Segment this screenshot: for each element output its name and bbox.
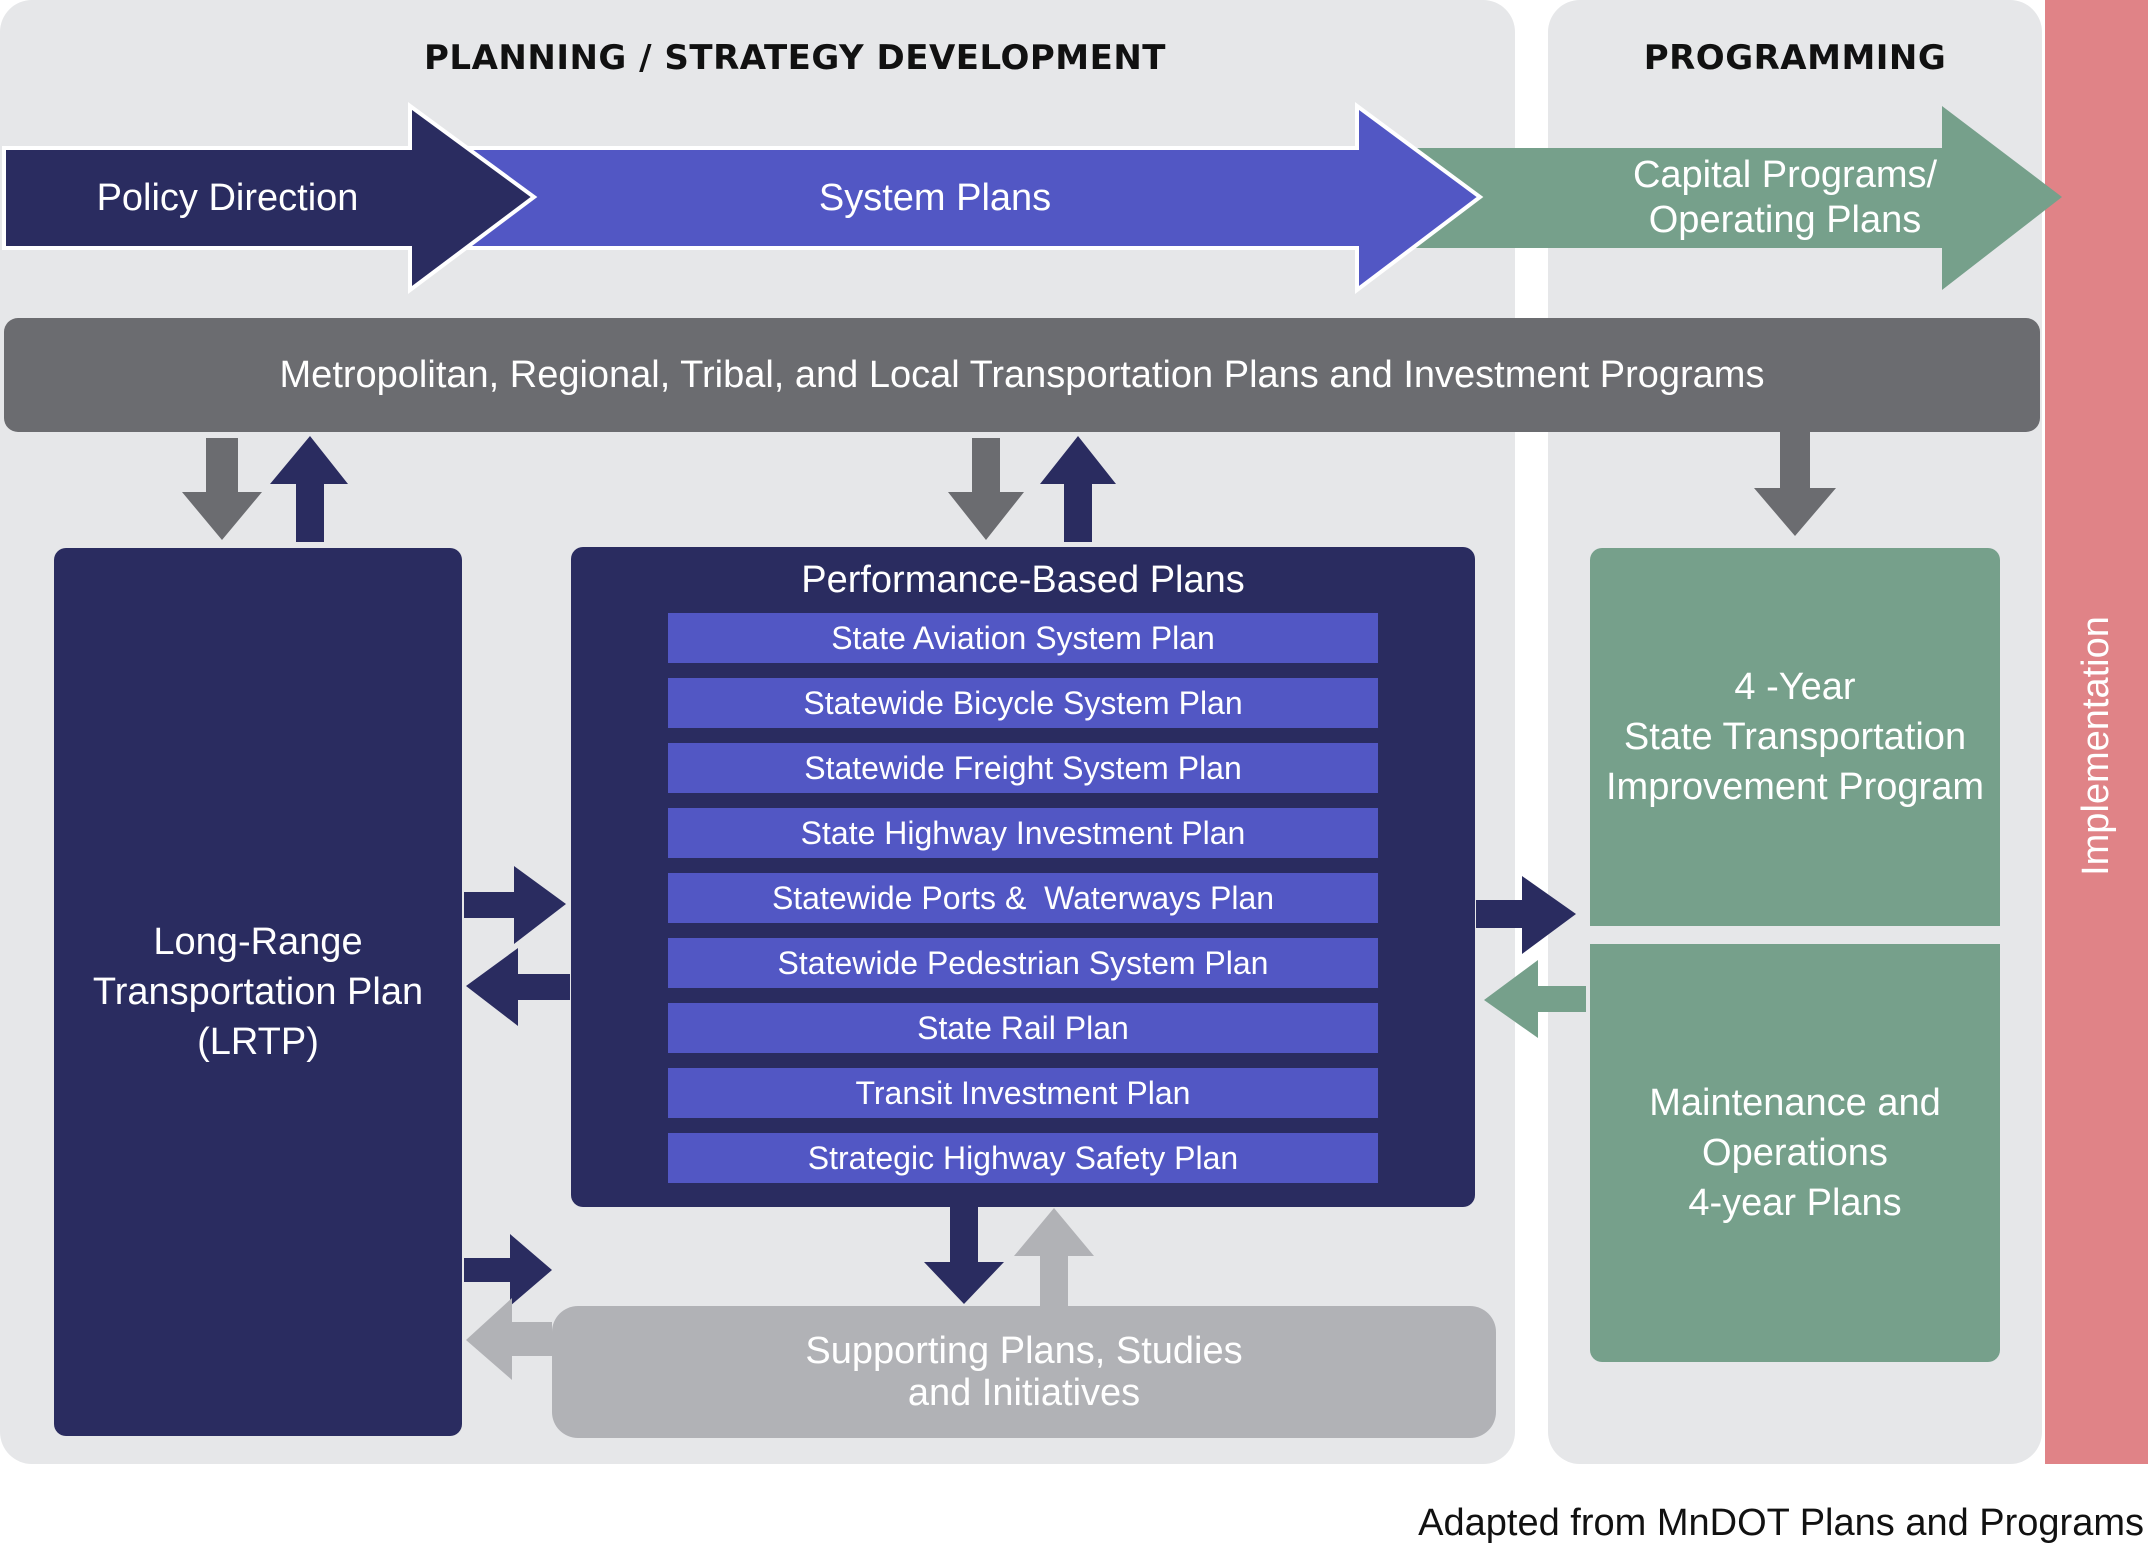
performance-plans-title: Performance-Based Plans	[801, 558, 1245, 601]
stip-box: 4 -Year State Transportation Improvement…	[1590, 548, 2000, 926]
plan-item-highway-investment: State Highway Investment Plan	[668, 808, 1378, 858]
arrow-supporting-to-performance	[1014, 1208, 1094, 1306]
up-arrow-center	[1040, 436, 1116, 542]
down-arrow-center	[948, 438, 1024, 540]
stip-label: 4 -Year State Transportation Improvement…	[1605, 666, 1984, 808]
capital-programs-label: Capital Programs/ Operating Plans	[1632, 154, 1938, 241]
arrow-lrtp-to-performance	[464, 866, 566, 944]
arrow-lrtp-to-supporting	[464, 1234, 552, 1306]
implementation-bar	[2045, 0, 2148, 1464]
maintenance-box: Maintenance and Operations 4-year Plans	[1590, 944, 2000, 1362]
metro-plans-label: Metropolitan, Regional, Tribal, and Loca…	[279, 353, 1765, 396]
capital-programs-arrow	[1400, 106, 2062, 290]
plan-item-aviation: State Aviation System Plan	[668, 613, 1378, 663]
implementation-label: Implementation	[2074, 616, 2117, 876]
arrow-performance-to-supporting	[924, 1206, 1004, 1304]
lrtp-label: Long-Range Transportation Plan (LRTP)	[92, 921, 424, 1063]
plan-item-safety: Strategic Highway Safety Plan	[668, 1133, 1378, 1183]
plan-item-transit: Transit Investment Plan	[668, 1068, 1378, 1118]
plan-item-ports-waterways: Statewide Ports & Waterways Plan	[668, 873, 1378, 923]
plan-item-pedestrian: Statewide Pedestrian System Plan	[668, 938, 1378, 988]
down-arrow-left	[182, 438, 262, 540]
arrow-performance-to-stip	[1476, 876, 1576, 954]
metro-plans-bar: Metropolitan, Regional, Tribal, and Loca…	[4, 318, 2040, 432]
plan-item-freight: Statewide Freight System Plan	[668, 743, 1378, 793]
arrow-maintenance-to-performance	[1484, 960, 1586, 1038]
planning-header: PLANNING / STRATEGY DEVELOPMENT	[424, 38, 1166, 78]
up-arrow-left	[270, 436, 348, 542]
policy-direction-arrow	[2, 102, 538, 294]
arrow-supporting-to-lrtp	[466, 1298, 552, 1380]
supporting-plans-label: Supporting Plans, Studies and Initiative…	[805, 1330, 1243, 1414]
plan-item-bicycle: Statewide Bicycle System Plan	[668, 678, 1378, 728]
source-note: Adapted from MnDOT Plans and Programs	[1418, 1502, 2144, 1544]
maintenance-label: Maintenance and Operations 4-year Plans	[1649, 1082, 1941, 1224]
arrow-performance-to-lrtp	[466, 948, 570, 1026]
supporting-plans-box: Supporting Plans, Studies and Initiative…	[552, 1306, 1496, 1438]
down-arrow-right	[1754, 432, 1836, 536]
programming-header: PROGRAMMING	[1643, 38, 1947, 78]
plan-item-rail: State Rail Plan	[668, 1003, 1378, 1053]
system-plans-arrow	[458, 102, 1484, 295]
system-plans-label: System Plans	[818, 176, 1052, 219]
performance-plans-box: Performance-Based Plans State Aviation S…	[571, 547, 1475, 1207]
policy-direction-label: Policy Direction	[96, 176, 359, 219]
lrtp-box: Long-Range Transportation Plan (LRTP)	[54, 548, 462, 1436]
